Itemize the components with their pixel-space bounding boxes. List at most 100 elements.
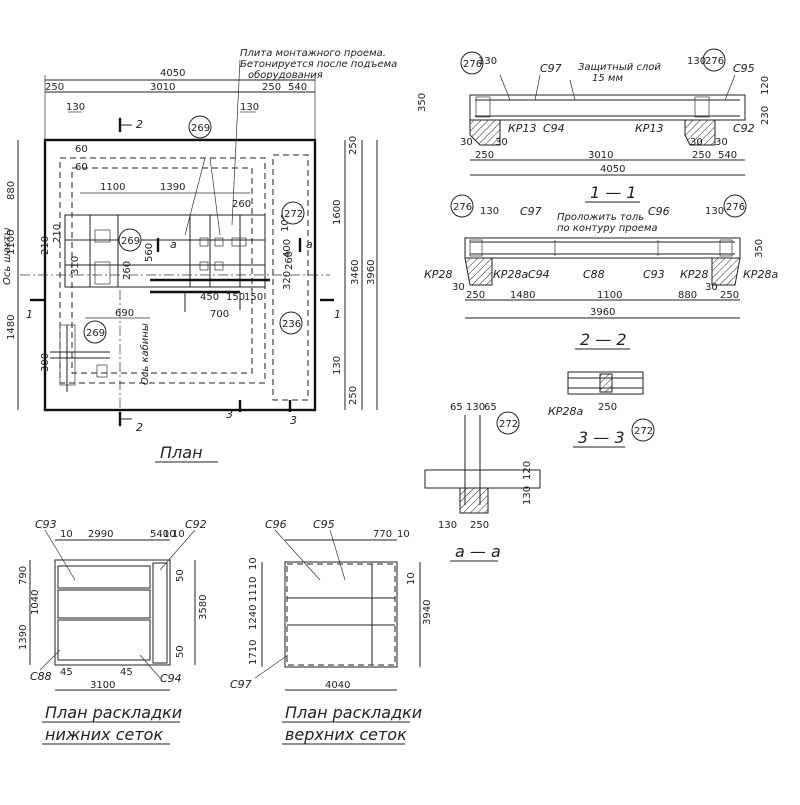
lower-mesh-outline	[54, 559, 171, 666]
section-1-1-left-support	[469, 119, 501, 146]
svg-text:276: 276	[726, 202, 745, 213]
svg-text:150: 150	[226, 292, 245, 303]
plan-axis-shaft-label: Ось шахты	[2, 228, 13, 285]
svg-text:1390: 1390	[160, 182, 185, 193]
svg-text:560: 560	[144, 243, 155, 262]
section-1-1-callout-right: 276	[702, 48, 726, 72]
svg-text:260: 260	[122, 261, 133, 280]
svg-text:700: 700	[210, 309, 229, 320]
section-a-a-callout: 272	[496, 411, 520, 435]
section-2-2-title: 2 — 2	[580, 330, 627, 349]
lower-mesh-title-1: План раскладки	[45, 703, 182, 722]
svg-text:1600: 1600	[332, 200, 343, 225]
svg-text:С96: С96	[265, 518, 287, 531]
svg-text:10: 10	[406, 572, 417, 585]
section-3-3-callout: 272	[631, 418, 655, 442]
svg-text:236: 236	[282, 319, 301, 330]
section-mark-2-top: 2	[118, 118, 143, 132]
section-2-2-callout-left: 276	[450, 194, 474, 218]
svg-text:130: 130	[522, 486, 533, 505]
svg-text:770: 770	[373, 529, 392, 540]
svg-text:45: 45	[60, 667, 73, 678]
section-mark-3-left: 3	[226, 400, 242, 421]
svg-text:880: 880	[6, 181, 17, 200]
svg-text:10: 10	[60, 529, 73, 540]
svg-text:250: 250	[348, 136, 359, 155]
svg-text:100: 100	[280, 213, 291, 232]
svg-text:3: 3	[226, 408, 233, 421]
svg-text:300: 300	[40, 353, 51, 372]
svg-text:30: 30	[715, 137, 728, 148]
svg-text:1: 1	[334, 308, 341, 321]
svg-text:276: 276	[705, 56, 724, 67]
svg-text:30: 30	[690, 137, 703, 148]
svg-text:130: 130	[66, 102, 85, 113]
plan-note-1: Плита монтажного проема.	[240, 48, 386, 59]
svg-text:КР28: КР28	[680, 268, 708, 281]
svg-text:a: a	[306, 238, 313, 251]
svg-text:250: 250	[692, 150, 711, 161]
section-1-1-title: 1 — 1	[590, 183, 637, 202]
svg-text:320: 320	[282, 271, 293, 290]
section-2-2-note-2: по контуру проема	[557, 223, 658, 234]
plan-dashed-contour	[59, 157, 266, 384]
svg-text:130: 130	[438, 520, 457, 531]
svg-text:540: 540	[288, 82, 307, 93]
section-3-3-title: 3 — 3	[578, 428, 625, 447]
plan-axis-cabin-label: Ось кабины	[139, 323, 151, 385]
svg-text:250: 250	[720, 290, 739, 301]
svg-text:260: 260	[232, 199, 251, 210]
svg-text:30: 30	[460, 137, 473, 148]
svg-text:1100: 1100	[100, 182, 125, 193]
lower-mesh-plan: С93 С92 С88 С94 10 2990 540 10 10 790 10…	[18, 518, 209, 745]
svg-text:С97: С97	[230, 678, 252, 691]
section-2-2: С97 С96 С94 С88 С93 КР28 КР28а КР28 КР28…	[424, 194, 778, 350]
svg-text:С95: С95	[313, 518, 335, 531]
svg-text:С96: С96	[648, 205, 670, 218]
svg-text:540: 540	[718, 150, 737, 161]
svg-text:250: 250	[470, 520, 489, 531]
section-a-a-title: а — а	[455, 542, 501, 561]
svg-text:КР13: КР13	[635, 122, 663, 135]
section-2-2-note-1: Проложить толь	[557, 212, 644, 223]
section-1-1-protect-layer: Защитный слой	[578, 62, 661, 73]
svg-text:КР13: КР13	[508, 122, 536, 135]
svg-text:60: 60	[75, 144, 88, 155]
plan-note-3: оборудования	[248, 69, 323, 81]
svg-text:120: 120	[522, 461, 533, 480]
svg-text:1100: 1100	[6, 230, 17, 255]
svg-text:15 мм: 15 мм	[592, 73, 623, 84]
svg-text:210: 210	[40, 236, 51, 255]
svg-text:С92: С92	[733, 122, 755, 135]
svg-text:1110: 1110	[248, 577, 259, 602]
svg-text:С95: С95	[733, 62, 755, 75]
svg-text:250: 250	[348, 386, 359, 405]
section-2-2-callout-right: 276	[723, 194, 747, 218]
section-1-1-callout-left: 276	[460, 51, 484, 75]
svg-text:130: 130	[332, 356, 343, 375]
upper-mesh-title-1: План раскладки	[285, 703, 422, 722]
svg-text:КР28а: КР28а	[548, 405, 583, 418]
svg-text:С88: С88	[583, 268, 605, 281]
section-2-2-left-support	[464, 257, 493, 286]
svg-text:2990: 2990	[88, 529, 113, 540]
svg-text:30: 30	[495, 137, 508, 148]
svg-text:690: 690	[115, 308, 134, 319]
svg-text:3460: 3460	[350, 260, 361, 285]
svg-text:250: 250	[598, 402, 617, 413]
section-mark-3-right: 3	[288, 400, 297, 427]
svg-text:310: 310	[70, 256, 81, 275]
plan-callout-272: 272	[281, 201, 305, 225]
svg-text:С94: С94	[160, 672, 182, 685]
upper-mesh-title-2: верхних сеток	[285, 725, 407, 744]
svg-text:1: 1	[26, 308, 33, 321]
svg-text:С93: С93	[643, 268, 665, 281]
lower-mesh-dim-height: 3580	[198, 595, 209, 620]
svg-text:350: 350	[754, 239, 765, 258]
svg-text:10: 10	[397, 529, 410, 540]
section-2-2-dim-total: 3960	[590, 307, 615, 318]
svg-text:1710: 1710	[248, 640, 259, 665]
svg-text:1100: 1100	[597, 290, 622, 301]
section-1-1-slab	[469, 94, 746, 121]
